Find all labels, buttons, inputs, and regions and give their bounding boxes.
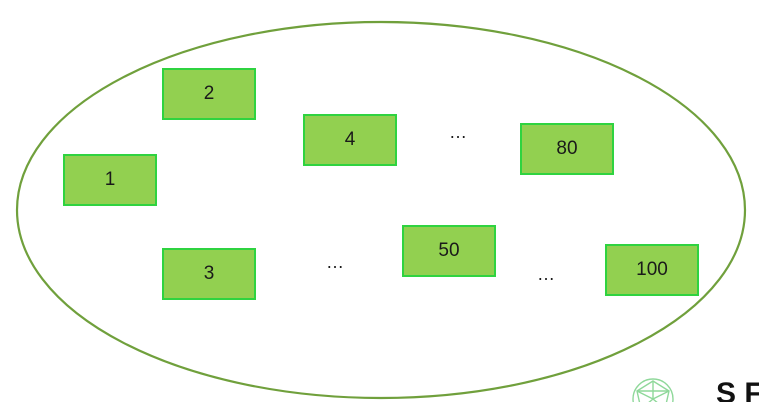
ellipsis-marker: … — [326, 252, 345, 272]
logo: S F — [632, 377, 759, 402]
number-box-2: 2 — [162, 68, 256, 120]
ellipsis-marker: … — [537, 264, 556, 284]
number-box-80: 80 — [520, 123, 614, 175]
ellipsis-marker: … — [449, 122, 468, 142]
number-box-3: 3 — [162, 248, 256, 300]
number-box-50: 50 — [402, 225, 496, 277]
number-box-4: 4 — [303, 114, 397, 166]
number-box-1: 1 — [63, 154, 157, 206]
logo-text: S F — [716, 377, 759, 402]
set-ellipse — [15, 20, 747, 400]
geodesic-sphere-icon — [632, 378, 674, 402]
number-box-100: 100 — [605, 244, 699, 296]
